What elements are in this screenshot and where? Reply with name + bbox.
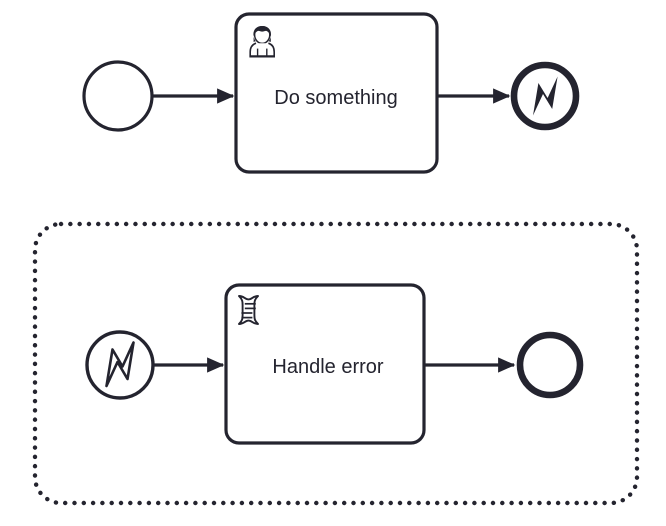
- end-event-circle-icon[interactable]: [516, 331, 584, 399]
- main-flow-group: Do something: [82, 12, 580, 174]
- error-end-event[interactable]: [510, 61, 580, 131]
- script-task-label: Handle error: [272, 356, 384, 378]
- error-start-event[interactable]: [85, 330, 155, 400]
- script-task[interactable]: Handle error: [224, 283, 426, 445]
- user-task-label: Do something: [274, 87, 397, 109]
- event-subprocess-dotted-border[interactable]: [32, 221, 640, 506]
- start-event[interactable]: [82, 60, 154, 132]
- user-task-icon: [249, 26, 275, 58]
- event-subprocess[interactable]: Handle error: [32, 221, 640, 506]
- error-bolt-filled-icon: [533, 76, 558, 116]
- end-event[interactable]: [516, 331, 584, 399]
- script-task-icon: [238, 295, 259, 325]
- user-task[interactable]: Do something: [234, 12, 439, 174]
- error-bolt-outline-icon: [105, 341, 135, 388]
- start-event-circle-icon[interactable]: [82, 60, 154, 132]
- user-task-box[interactable]: [234, 12, 439, 174]
